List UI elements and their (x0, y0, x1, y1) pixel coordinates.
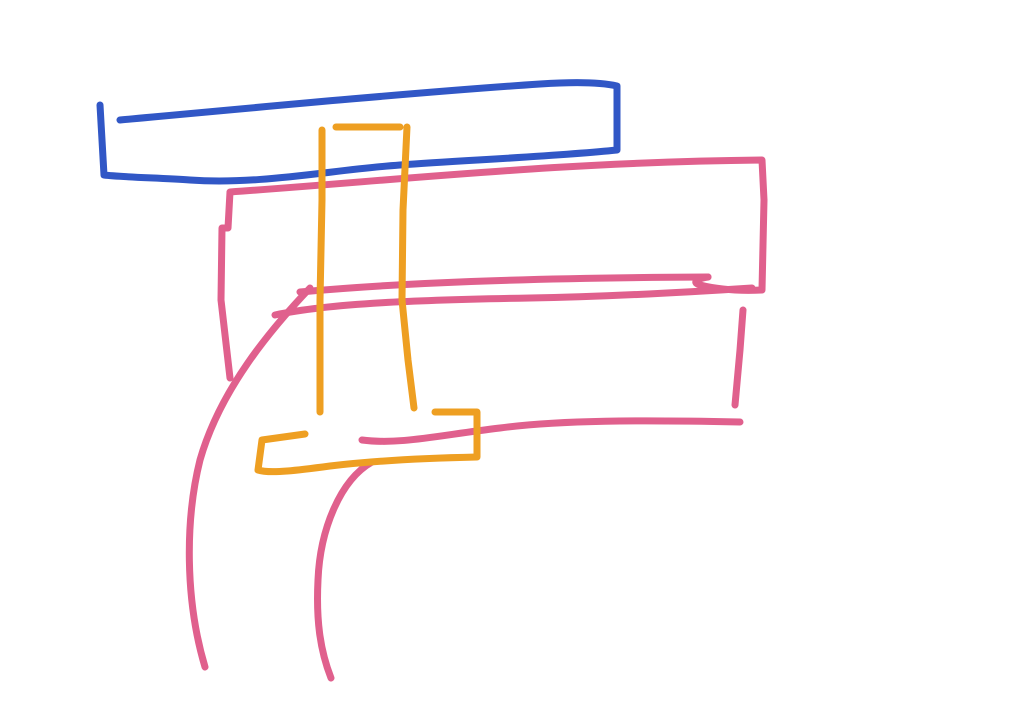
orange-t-shape-stroke (254, 123, 481, 476)
pink-inner-curve-stroke (314, 458, 376, 682)
blue-rectangle-stroke (96, 79, 621, 185)
pink-outer-curve-stroke (185, 284, 314, 671)
pink-upper-rectangle-stroke (217, 156, 768, 382)
pink-middle-band-stroke (271, 273, 756, 445)
